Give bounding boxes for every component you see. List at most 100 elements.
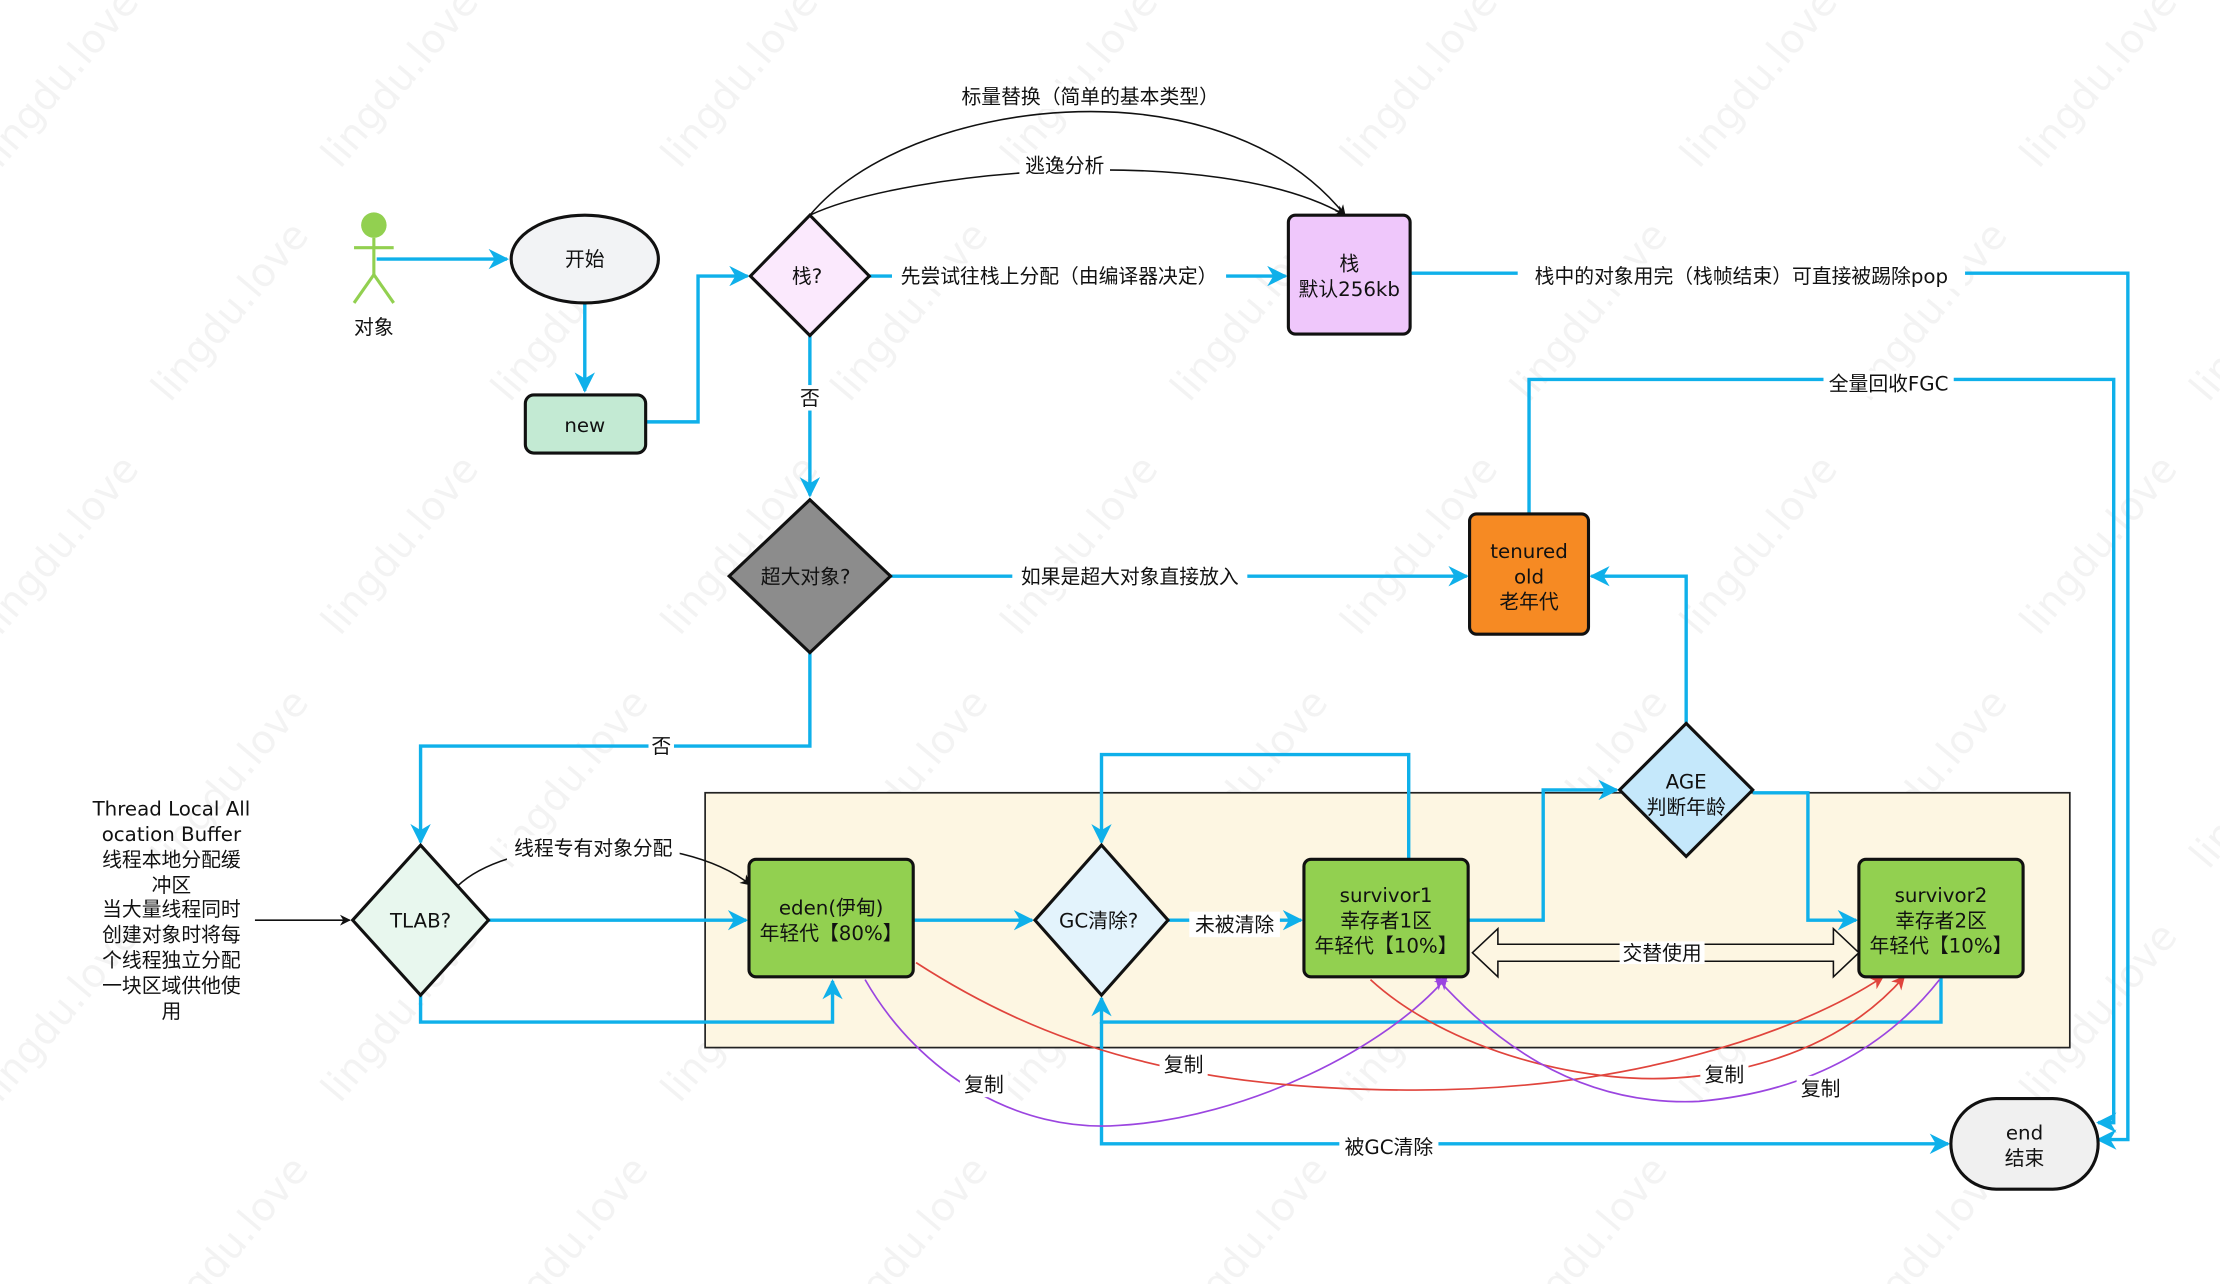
start-label: 开始 xyxy=(565,248,605,271)
label-scalar-replace: 标量替换（简单的基本类型） xyxy=(962,85,1219,108)
watermark-text: lingdu.love xyxy=(1162,1147,1338,1284)
watermark-text: lingdu.love xyxy=(2181,1147,2220,1284)
watermark-text: lingdu.love xyxy=(312,447,488,644)
survivor1-line3: 年轻代【10%】 xyxy=(1315,935,1458,958)
survivor2-node[interactable]: survivor2 幸存者2区 年轻代【10%】 xyxy=(1857,857,2025,979)
stack-label-line1: 栈 xyxy=(1339,252,1359,275)
label-copy: 复制 xyxy=(1705,1064,1745,1087)
tlab-note: Thread Local All ocation Buffer 线程本地分配缓 … xyxy=(92,797,251,1022)
copy-edges xyxy=(864,961,1941,1127)
end-line1: end xyxy=(2006,1122,2043,1145)
survivor2-line1: survivor2 xyxy=(1895,884,1988,907)
stack-node[interactable]: 栈 默认256kb xyxy=(1286,213,1412,336)
eden-line2: 年轻代【80%】 xyxy=(760,922,903,945)
watermark-text: lingdu.love xyxy=(1501,1147,1677,1284)
tlab-note-line: 线程本地分配缓 xyxy=(102,848,241,871)
edge-survivor2-gc[interactable] xyxy=(1091,976,1943,1024)
tenured-line1: tenured xyxy=(1490,540,1568,563)
tlab-note-line: 个线程独立分配 xyxy=(102,949,241,972)
watermark-text: lingdu.love xyxy=(822,213,998,410)
tenured-line2: old xyxy=(1514,565,1544,588)
tlab-note-line: ocation Buffer xyxy=(102,823,242,846)
tlab-decision[interactable]: TLAB? xyxy=(350,842,491,998)
alternate-double-arrow[interactable]: 交替使用 xyxy=(1471,926,1861,979)
age-decision[interactable]: AGE 判断年龄 xyxy=(1617,721,1755,859)
big-object-label: 超大对象? xyxy=(761,565,851,588)
tenured-node[interactable]: tenured old 老年代 xyxy=(1468,512,1591,636)
watermark-text: lingdu.love xyxy=(0,447,148,644)
new-label: new xyxy=(564,414,605,437)
tlab-label: TLAB? xyxy=(389,909,451,932)
watermark-text: lingdu.love xyxy=(1671,447,1847,644)
edge-bigobj-tlab[interactable] xyxy=(410,652,812,845)
edge-age-survivor2[interactable] xyxy=(1752,791,1859,931)
end-line2: 结束 xyxy=(2005,1147,2045,1170)
copy-eden-survivor1[interactable] xyxy=(864,975,1448,1127)
survivor1-line2: 幸存者1区 xyxy=(1340,909,1432,932)
gc-label: GC清除? xyxy=(1059,909,1138,932)
watermark-text: lingdu.love xyxy=(652,0,828,176)
alternate-label: 交替使用 xyxy=(1623,942,1702,965)
label-escape-analysis: 逃逸分析 xyxy=(1025,155,1104,178)
end-node[interactable]: end 结束 xyxy=(1949,1096,2100,1191)
age-line1: AGE xyxy=(1666,771,1707,794)
label-try-stack: 先尝试往栈上分配（由编译器决定） xyxy=(901,265,1218,288)
survivor1-line1: survivor1 xyxy=(1340,884,1433,907)
label-copy: 复制 xyxy=(1801,1078,1841,1101)
watermark-text: lingdu.love xyxy=(2181,680,2220,877)
eden-node[interactable]: eden(伊甸) 年轻代【80%】 xyxy=(747,857,915,979)
edge-age-tenured[interactable] xyxy=(1589,565,1688,724)
big-object-decision[interactable]: 超大对象? xyxy=(726,497,893,655)
label-thread-alloc: 线程专有对象分配 xyxy=(514,837,673,860)
new-node[interactable]: new xyxy=(523,393,648,455)
watermark-text: lingdu.love xyxy=(142,1147,318,1284)
tlab-note-line: 用 xyxy=(162,1000,182,1023)
watermark-text: lingdu.love xyxy=(822,1147,998,1284)
copy-survivor1-survivor2[interactable] xyxy=(1369,975,1906,1080)
survivor1-node[interactable]: survivor1 幸存者1区 年轻代【10%】 xyxy=(1302,857,1470,979)
tenured-line3: 老年代 xyxy=(1499,591,1559,614)
label-no-2: 否 xyxy=(651,735,671,758)
actor-object[interactable]: 对象 xyxy=(352,212,395,339)
label-full-gc: 全量回收FGC xyxy=(1829,373,1949,396)
watermark-text: lingdu.love xyxy=(1671,0,1847,176)
label-copy: 复制 xyxy=(964,1073,1004,1096)
watermark-text: lingdu.love xyxy=(2011,0,2187,176)
stack-decision[interactable]: 栈? xyxy=(748,212,872,338)
edge-tlab-eden-bottom[interactable] xyxy=(418,979,843,1024)
start-node[interactable]: 开始 xyxy=(509,213,660,305)
actor-label: 对象 xyxy=(354,316,394,339)
age-line2: 判断年龄 xyxy=(1647,796,1726,819)
watermark-text: lingdu.love xyxy=(0,0,148,176)
eden-line1: eden(伊甸) xyxy=(779,897,884,920)
survivor2-line3: 年轻代【10%】 xyxy=(1869,935,2012,958)
watermark-text: lingdu.love xyxy=(482,1147,658,1284)
label-no-1: 否 xyxy=(800,387,820,410)
stack-decision-label: 栈? xyxy=(792,265,822,288)
label-not-cleared: 未被清除 xyxy=(1195,914,1274,937)
watermark-text: lingdu.love xyxy=(142,213,318,410)
label-pop: 栈中的对象用完（栈帧结束）可直接被踢除pop xyxy=(1535,265,1948,288)
edge-gc-end[interactable] xyxy=(1099,1022,1951,1155)
gc-decision[interactable]: GC清除? xyxy=(1032,842,1171,998)
label-cleared-by-gc: 被GC清除 xyxy=(1345,1136,1434,1159)
tlab-note-line: 一块区域供他使 xyxy=(102,974,241,997)
watermark-text: lingdu.love xyxy=(2011,447,2187,644)
label-big-direct: 如果是超大对象直接放入 xyxy=(1021,565,1239,588)
edge-scalar-replace[interactable] xyxy=(809,110,1346,217)
actor-head xyxy=(361,212,387,238)
edge-new-stackq[interactable] xyxy=(645,265,750,424)
tlab-note-line: 创建对象时将每 xyxy=(102,923,241,946)
copy-eden-survivor2[interactable] xyxy=(915,961,1885,1091)
edge-survivor1-age[interactable] xyxy=(1468,779,1619,922)
copy-survivor2-survivor1[interactable] xyxy=(1434,975,1941,1103)
tlab-note-line: 当大量线程同时 xyxy=(102,898,241,921)
stack-label-line2: 默认256kb xyxy=(1299,278,1400,301)
edge-tenured-end-fgc[interactable] xyxy=(1527,377,2117,1133)
watermark-text: lingdu.love xyxy=(992,447,1168,644)
tlab-note-line: 冲区 xyxy=(152,874,192,897)
edge-labels: 标量替换（简单的基本类型） 逃逸分析 先尝试往栈上分配（由编译器决定） 栈中的对… xyxy=(506,83,1966,1160)
edge-survivor1-gc-loop[interactable] xyxy=(1091,752,1411,860)
watermark-text: lingdu.love xyxy=(1332,0,1508,176)
